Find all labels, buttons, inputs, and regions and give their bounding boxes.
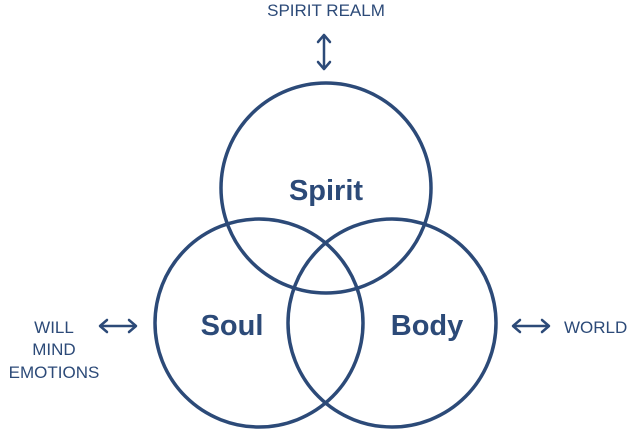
double-arrow-horizontal-icon <box>98 318 138 334</box>
double-arrow-vertical-icon <box>316 33 332 71</box>
body-circle <box>286 217 498 429</box>
body-label: Body <box>391 310 464 342</box>
mind-label: MIND <box>32 340 75 359</box>
spirit-circle <box>219 81 433 295</box>
world-label: WORLD <box>564 318 627 337</box>
emotions-label: EMOTIONS <box>9 363 100 382</box>
soul-label: Soul <box>201 310 264 342</box>
spirit-label: Spirit <box>289 175 363 207</box>
soul-circle <box>153 217 365 429</box>
spirit-realm-label: SPIRIT REALM <box>267 1 385 20</box>
will-label: WILL <box>34 318 74 337</box>
double-arrow-horizontal-icon <box>511 318 551 334</box>
